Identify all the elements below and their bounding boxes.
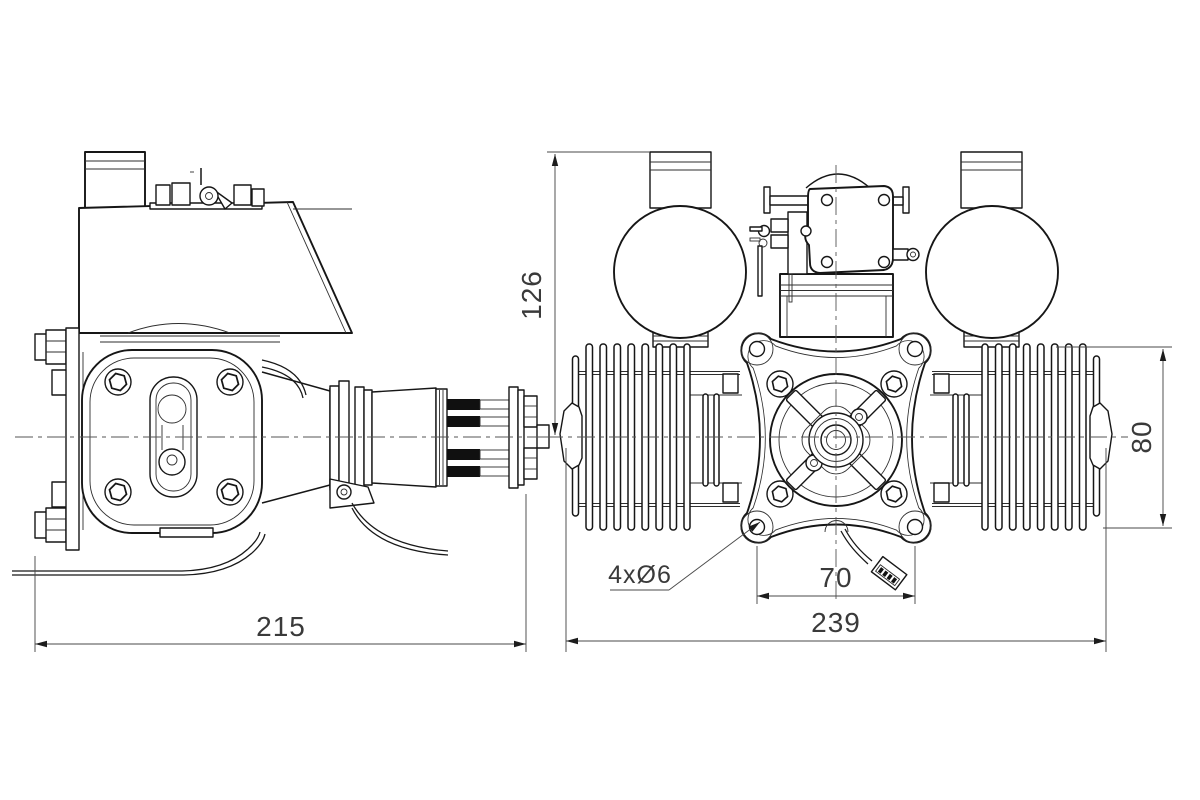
dimension-215-label: 215	[256, 611, 306, 642]
dimension-cylinder-height-80: 80	[1056, 346, 1172, 529]
front-wire-connector	[840, 528, 908, 591]
dimension-126-label: 126	[516, 270, 547, 320]
dimensions: 215 239 126 80	[34, 151, 1172, 652]
dimension-front-width: 239	[565, 448, 1107, 652]
engine-front-view	[559, 151, 1113, 591]
front-muffler-left	[613, 151, 747, 348]
front-mount-flange	[740, 332, 932, 544]
engine-side-view	[12, 151, 550, 576]
dimension-239-label: 239	[811, 607, 861, 638]
dimension-side-length: 215	[34, 494, 527, 652]
side-cylinder-silhouette	[78, 201, 353, 343]
side-prop-hub	[261, 371, 550, 509]
dimension-80-label: 80	[1126, 420, 1157, 453]
side-carburetor	[149, 168, 265, 210]
front-cylinder-right	[929, 343, 1113, 531]
annotation-mount-holes: 4xØ6	[608, 519, 762, 591]
front-hub-assembly	[769, 373, 903, 507]
dimension-70-label: 70	[819, 562, 852, 593]
centerlines	[15, 165, 1128, 600]
front-muffler-right	[925, 151, 1059, 348]
dimension-height-126: 126	[516, 151, 650, 435]
side-crankcase	[81, 349, 263, 538]
dimension-mount-spacing-70: 70	[756, 546, 916, 604]
front-carburetor	[749, 173, 920, 338]
side-ignition-wires	[12, 359, 449, 576]
annotation-4x06-label: 4xØ6	[608, 561, 672, 589]
side-mount-plate-and-bolts	[34, 327, 84, 551]
side-muffler-stack	[84, 151, 146, 209]
